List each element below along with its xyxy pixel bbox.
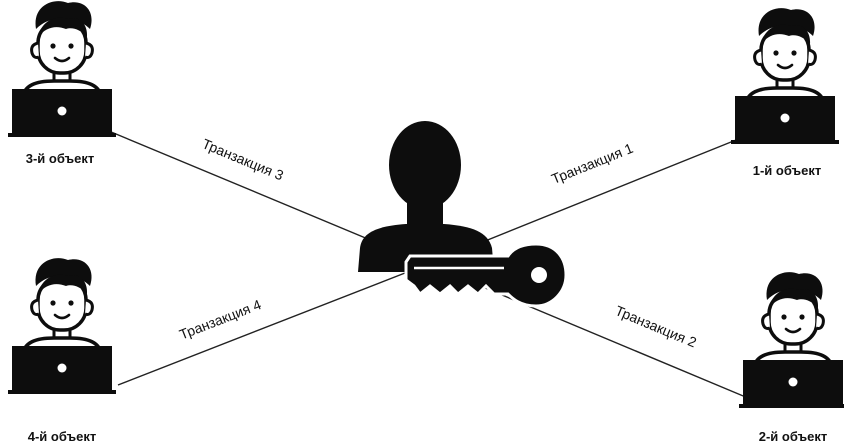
transaction-label: Транзакция 2 <box>613 302 699 350</box>
connection-line <box>117 263 429 386</box>
transaction-label: Транзакция 4 <box>177 296 264 342</box>
object-label: 2-й объект <box>759 429 828 444</box>
object-label: 4-й объект <box>28 429 97 444</box>
transaction-label: Транзакция 3 <box>200 135 286 183</box>
user-with-key-icon <box>358 121 568 308</box>
person-with-laptop-icon <box>729 6 841 146</box>
person-with-laptop-icon <box>6 256 118 396</box>
object-label: 3-й объект <box>26 151 95 166</box>
transaction-label: Транзакция 1 <box>549 140 635 187</box>
person-with-laptop-icon <box>6 0 118 139</box>
person-with-laptop-icon <box>737 270 844 410</box>
object-label: 1-й объект <box>753 163 822 178</box>
